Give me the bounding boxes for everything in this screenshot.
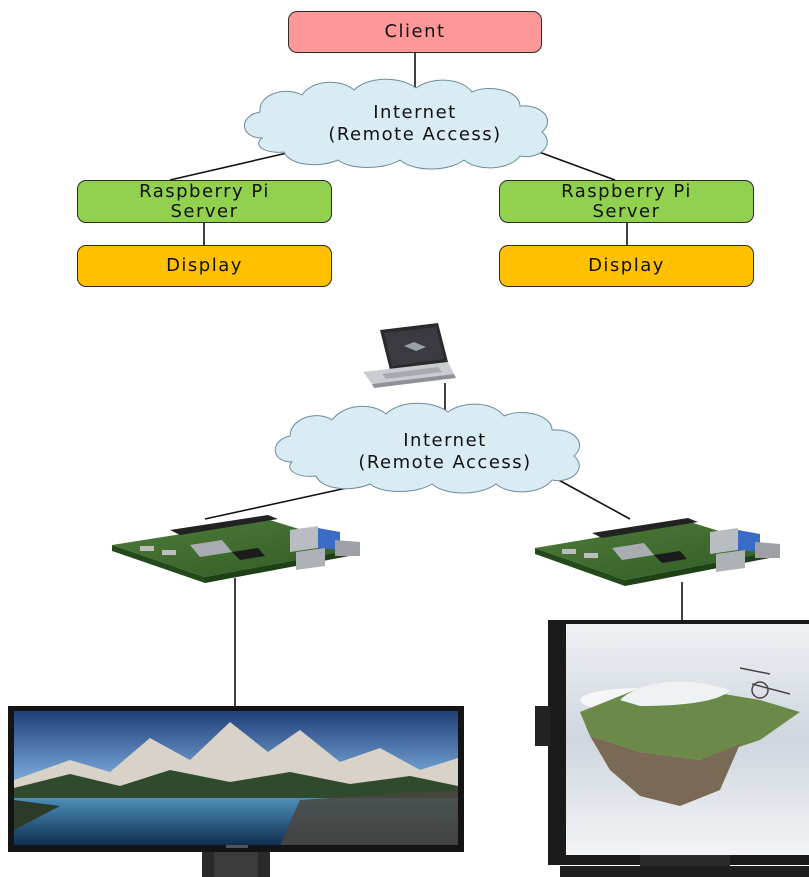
internet-label-line1: Internet <box>373 102 457 123</box>
portrait-monitor-icon <box>535 620 809 877</box>
internet-label-line2: (Remote Access) <box>328 124 502 145</box>
internet-label-bottom: Internet (Remote Access) <box>330 430 560 474</box>
raspberry-pi-server-box-right: Raspberry Pi Server <box>499 180 754 223</box>
server-label-line2: Server <box>170 200 239 222</box>
internet-cloud-shape-bottom <box>274 402 581 494</box>
internet-label-top: Internet (Remote Access) <box>300 102 530 146</box>
bottom-connectors <box>204 383 683 706</box>
raspberry-pi-server-box-left: Raspberry Pi Server <box>77 180 332 223</box>
laptop-icon <box>363 323 456 388</box>
server-label-line1: Raspberry Pi <box>561 180 692 202</box>
internet-to-left-server-line <box>169 149 301 181</box>
display-box-left: Display <box>77 245 332 287</box>
internet-to-right-pi-line <box>554 477 631 520</box>
display-box-right: Display <box>499 245 754 287</box>
raspberry-pi-board-icon-right <box>535 518 780 586</box>
display-label: Display <box>588 255 665 276</box>
client-label: Client <box>384 21 446 42</box>
internet-label-line2: (Remote Access) <box>358 452 532 473</box>
raspberry-pi-board-icon-left <box>112 515 360 583</box>
client-box: Client <box>288 11 542 53</box>
internet-label-line1: Internet <box>403 430 487 451</box>
server-label-line1: Raspberry Pi <box>139 180 270 202</box>
internet-cloud-shape <box>244 78 549 170</box>
display-label: Display <box>166 255 243 276</box>
server-label-line2: Server <box>592 200 661 222</box>
internet-to-left-pi-line <box>204 483 366 520</box>
widescreen-monitor-icon <box>8 706 464 877</box>
